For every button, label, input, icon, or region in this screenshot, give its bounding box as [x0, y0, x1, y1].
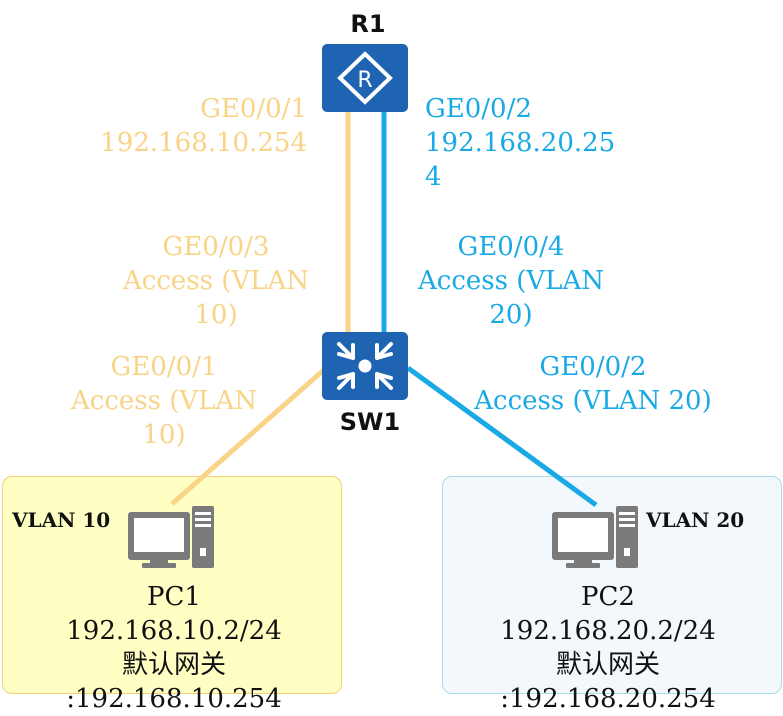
pc2-gateway-label: 默认网关 [555, 650, 660, 680]
pc1-computer-icon [128, 506, 216, 570]
link-sw1-pc1 [170, 366, 328, 506]
pc1-info: PC1 192.168.10.2/24 默认网关 :192.168.10.254 [2, 580, 346, 716]
switch-name: SW1 [339, 408, 401, 436]
pc1-gateway: :192.168.10.254 [66, 684, 282, 714]
svg-text:R: R [357, 68, 372, 93]
r1-ge002-label: GE0/0/2 192.168.20.25 4 [425, 94, 616, 192]
pc2-gateway: :192.168.20.254 [500, 684, 716, 714]
pc1-vlan-tag: VLAN 10 [12, 508, 111, 532]
pc2-vlan-tag: VLAN 20 [646, 508, 745, 532]
sw-ge002-label: GE0/0/2 Access (VLAN 20) [474, 352, 712, 416]
link-sw1-pc2 [406, 365, 598, 508]
r1-ge001-label: GE0/0/1 192.168.10.254 [100, 94, 307, 158]
router-icon: R [322, 44, 408, 112]
pc1-name: PC1 [147, 582, 201, 612]
pc2-name: PC2 [581, 582, 635, 612]
pc1-gateway-label: 默认网关 [121, 650, 226, 680]
router-name: R1 [350, 10, 386, 38]
sw-ge003-label: GE0/0/3 Access (VLAN 10) [123, 232, 309, 330]
pc2-ip: 192.168.20.2/24 [500, 616, 716, 646]
sw-ge001-label: GE0/0/1 Access (VLAN 10) [71, 352, 257, 450]
pc2-computer-icon [552, 506, 640, 570]
pc2-info: PC2 192.168.20.2/24 默认网关 :192.168.20.254 [436, 580, 780, 716]
pc1-ip: 192.168.10.2/24 [66, 616, 282, 646]
switch-icon [322, 332, 408, 400]
sw-ge004-label: GE0/0/4 Access (VLAN 20) [418, 232, 604, 330]
